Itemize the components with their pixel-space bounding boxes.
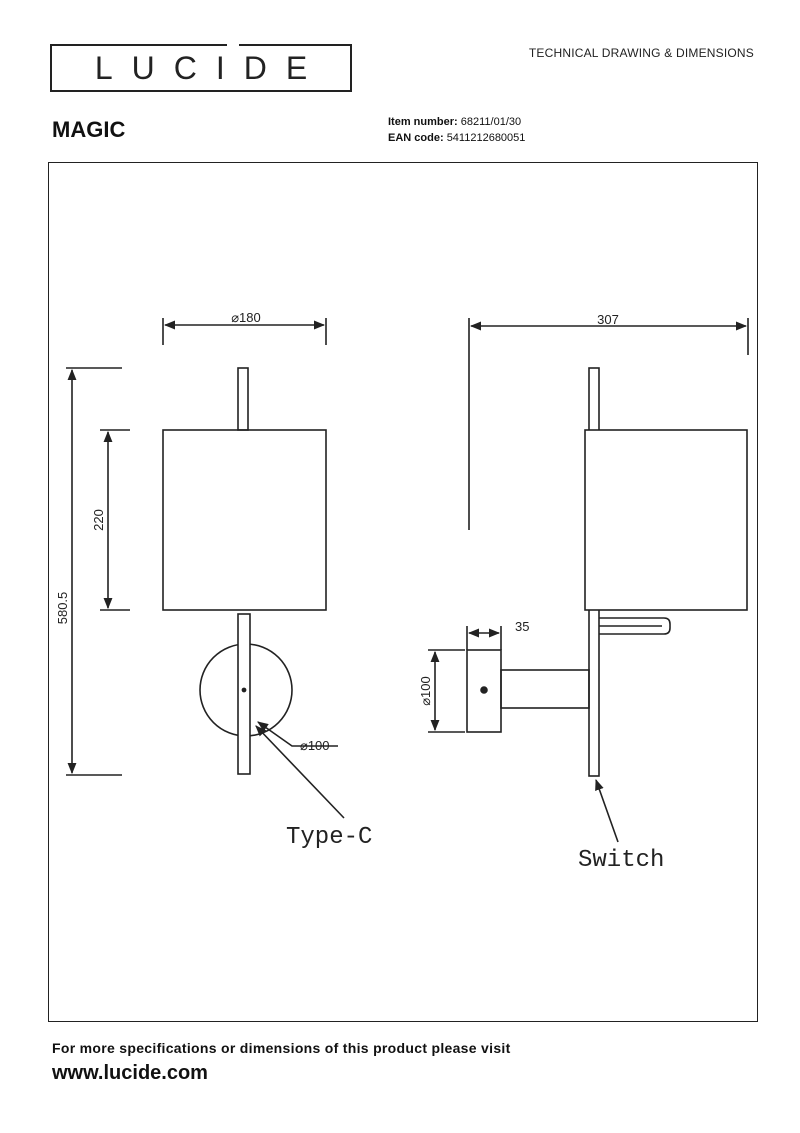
side-base-screw: [480, 686, 488, 694]
front-view-labels: ⌀180 220 580.5 ⌀100 Type-C: [55, 310, 372, 851]
front-view: [66, 318, 345, 819]
label-switch: Switch: [578, 847, 664, 874]
front-shade: [162, 429, 327, 611]
front-lower-rod: [237, 613, 251, 775]
side-view: [428, 318, 749, 843]
item-number-row: Item number: 68211/01/30: [388, 114, 525, 130]
label-depth: 307: [597, 312, 619, 327]
brand-logo: LUCIDE: [50, 43, 352, 92]
label-side-base-diameter: ⌀100: [418, 676, 433, 706]
leader-base-diameter: [257, 721, 338, 747]
side-arm: [500, 669, 590, 709]
leader-switch: [595, 778, 619, 843]
ean-row: EAN code: 5411212680051: [388, 130, 525, 146]
front-rod-dot: [241, 687, 247, 693]
product-meta: Item number: 68211/01/30 EAN code: 54112…: [388, 114, 525, 146]
ean-label: EAN code:: [388, 132, 444, 144]
footer-note: For more specifications or dimensions of…: [52, 1040, 511, 1056]
label-shade-height: 220: [91, 509, 106, 531]
leader-type-c: [255, 725, 345, 819]
product-name: MAGIC: [52, 117, 126, 142]
label-base-diameter: ⌀100: [300, 738, 330, 753]
logo-notch: [227, 43, 239, 49]
document-type: TECHNICAL DRAWING & DIMENSIONS: [528, 46, 754, 60]
side-view-labels: 307 35 ⌀100 Switch: [418, 312, 664, 874]
label-base-thickness: 35: [515, 619, 529, 634]
side-switch-arm: [599, 617, 671, 635]
ean-value: 5411212680051: [446, 132, 526, 144]
footer-url[interactable]: www.lucide.com: [52, 1062, 208, 1084]
item-number-value: 68211/01/30: [460, 116, 522, 128]
item-number-label: Item number:: [388, 116, 458, 128]
front-top-rod: [237, 367, 249, 431]
label-total-height: 580.5: [55, 592, 70, 625]
drawing-frame: [48, 162, 758, 1022]
side-shade: [584, 429, 748, 611]
brand-name: LUCIDE: [94, 50, 327, 86]
label-shade-diameter: ⌀180: [231, 310, 261, 325]
label-type-c: Type-C: [286, 824, 372, 851]
